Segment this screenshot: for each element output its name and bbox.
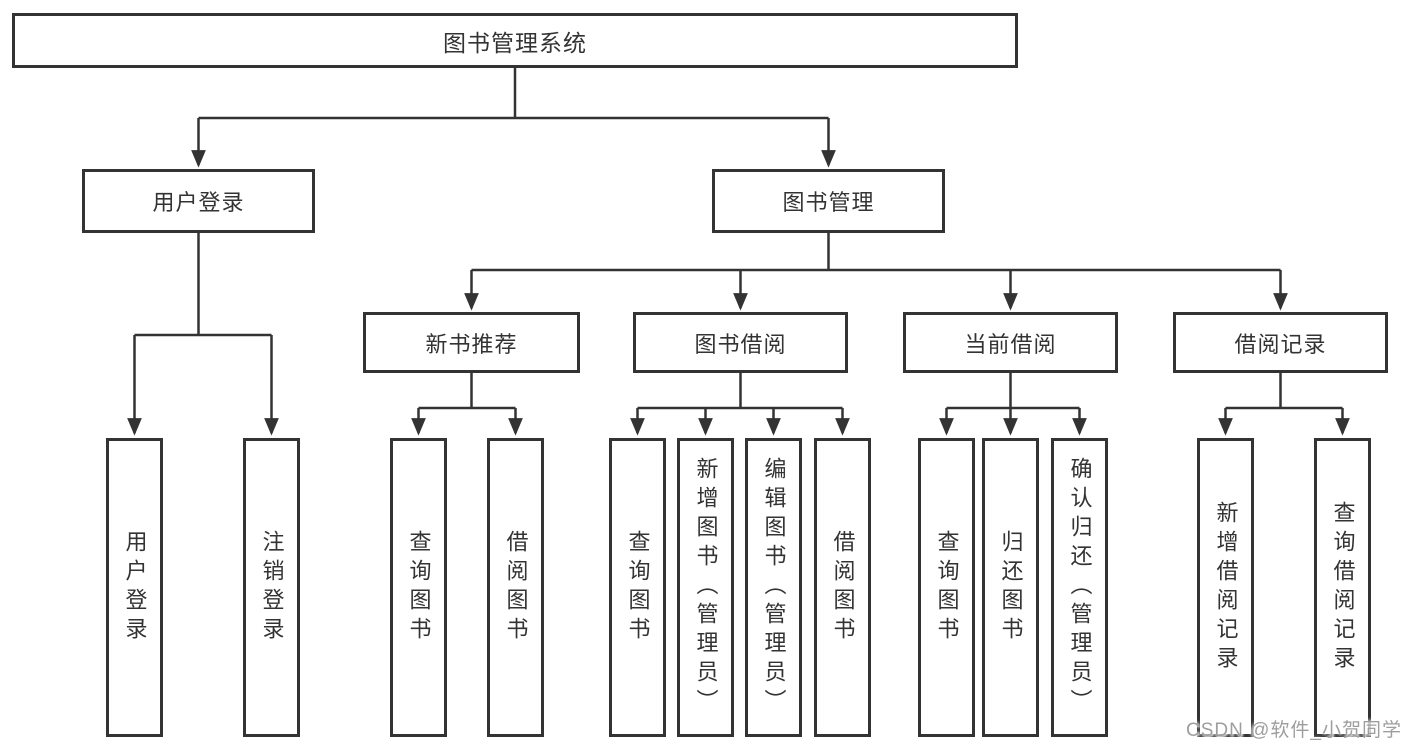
leaf-borrow-add-books-admin: 新增图书（管理员） (677, 438, 734, 737)
leaf-current-confirm-return-admin: 确认归还（管理员） (1051, 438, 1108, 737)
leaf-current-query-books: 查询图书 (918, 438, 975, 737)
node-root-system: 图书管理系统 (12, 13, 1018, 68)
leaf-borrow-query-books: 查询图书 (609, 438, 666, 737)
csdn-watermark: CSDN @软件_小贺同学 (1186, 720, 1402, 741)
leaf-borrow-borrow-books: 借阅图书 (814, 438, 871, 737)
node-book-borrow: 图书借阅 (633, 312, 848, 373)
bus-new-book (418, 373, 516, 410)
leaf-borrow-edit-books-admin: 编辑图书（管理员） (745, 438, 802, 737)
leaf-newbook-query-books: 查询图书 (390, 438, 447, 737)
leaf-record-add: 新增借阅记录 (1197, 438, 1254, 737)
leaf-logout: 注销登录 (243, 438, 300, 737)
node-new-book-recommend: 新书推荐 (363, 312, 580, 373)
node-current-borrow: 当前借阅 (903, 312, 1118, 373)
bus-root (198, 67, 829, 120)
connector-arrows (127, 118, 1350, 436)
node-borrow-record: 借阅记录 (1173, 312, 1388, 373)
leaf-record-query: 查询借阅记录 (1314, 438, 1371, 737)
bus-current-borrow (946, 373, 1080, 410)
node-book-management: 图书管理 (712, 169, 945, 233)
bus-borrow-record (1225, 373, 1343, 410)
leaf-user-login: 用户登录 (106, 438, 163, 737)
bus-book-borrow (637, 373, 843, 410)
node-user-login: 用户登录 (82, 169, 315, 233)
leaf-current-return-books: 归还图书 (982, 438, 1039, 737)
bus-user-login (134, 232, 272, 337)
leaf-newbook-borrow-books: 借阅图书 (487, 438, 544, 737)
bus-book-mgmt (471, 232, 1281, 272)
